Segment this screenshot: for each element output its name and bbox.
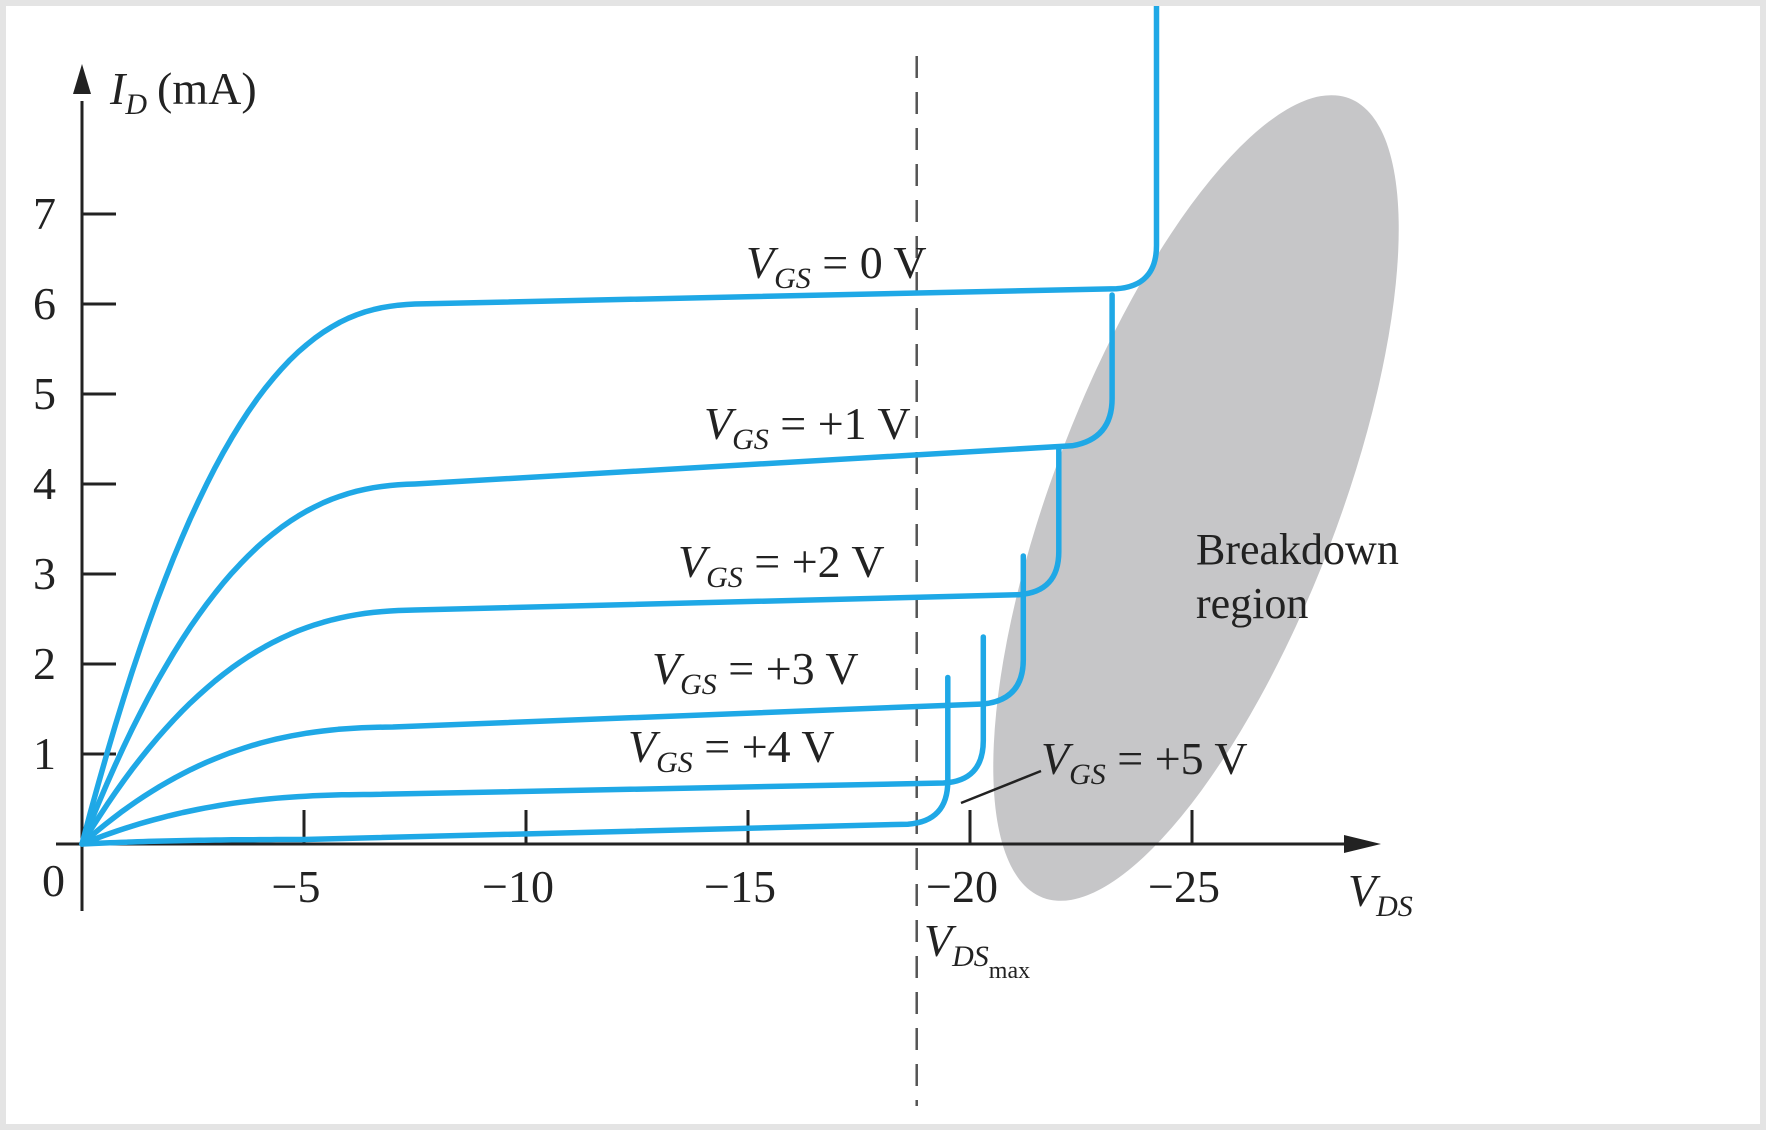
x-tick-label: −5 bbox=[272, 861, 321, 912]
x-tick-label: −25 bbox=[1148, 861, 1220, 912]
vds-max-label: VDSmax bbox=[924, 915, 1030, 984]
y-tick-label: 7 bbox=[33, 188, 56, 239]
drain-characteristics-chart: 1 2 3 4 5 6 7 −5 −10 −15 −20 −25 VGS = 0 V VGS = +1… bbox=[33, 6, 1413, 1106]
x-tick-label: −20 bbox=[926, 861, 998, 912]
curve-label-2: VGS = +2 V bbox=[678, 536, 885, 594]
curve-v-gs-2-v bbox=[79, 445, 1062, 847]
characteristic-curves bbox=[79, 6, 1160, 847]
x-tick-label: −10 bbox=[482, 861, 554, 912]
origin-label: 0 bbox=[42, 855, 65, 906]
figure-canvas: 1 2 3 4 5 6 7 −5 −10 −15 −20 −25 VGS = 0 V VGS = +1… bbox=[6, 6, 1760, 1124]
breakdown-region-label: Breakdown region bbox=[1196, 525, 1410, 628]
y-tick-label: 6 bbox=[33, 278, 56, 329]
curve-label-5: VGS = +5 V bbox=[1041, 733, 1248, 791]
curve-v-gs-4-v bbox=[79, 634, 987, 847]
y-ticks: 1 2 3 4 5 6 7 bbox=[33, 188, 116, 779]
curve-labels: VGS = 0 V VGS = +1 V VGS = +2 V VGS = +3 V V… bbox=[628, 237, 1248, 791]
breakdown-region-ellipse bbox=[993, 95, 1399, 901]
curve-label-3: VGS = +3 V bbox=[652, 643, 859, 701]
vgs5-leader-line bbox=[960, 769, 1042, 805]
curve-label-0: VGS = 0 V bbox=[746, 237, 927, 295]
curve-label-4: VGS = +4 V bbox=[628, 721, 835, 779]
y-tick-label: 5 bbox=[33, 368, 56, 419]
curve-label-1: VGS = +1 V bbox=[704, 398, 911, 456]
y-tick-label: 3 bbox=[33, 548, 56, 599]
y-tick-label: 4 bbox=[33, 458, 56, 509]
curve-v-gs-3-v bbox=[79, 553, 1027, 847]
x-tick-label: −15 bbox=[704, 861, 776, 912]
curve-v-gs-5-v bbox=[79, 674, 951, 847]
y-tick-label: 1 bbox=[33, 728, 56, 779]
x-axis-label: VDS bbox=[1348, 865, 1413, 923]
axes: 1 2 3 4 5 6 7 −5 −10 −15 −20 −25 bbox=[33, 64, 1381, 912]
curve-v-gs-1-v bbox=[79, 292, 1115, 847]
x-axis-arrowhead bbox=[1344, 835, 1381, 853]
y-axis-label: ID(mA) bbox=[109, 63, 257, 121]
x-ticks: −5 −10 −15 −20 −25 bbox=[272, 810, 1220, 912]
y-axis-arrowhead bbox=[73, 64, 91, 94]
curve-v-gs-0-v bbox=[79, 6, 1160, 847]
y-tick-label: 2 bbox=[33, 638, 56, 689]
